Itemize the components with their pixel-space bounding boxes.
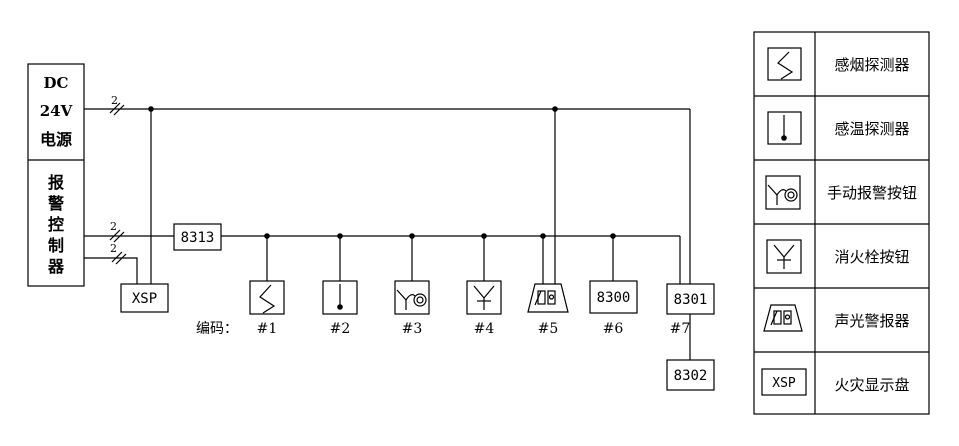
- module-code: 8313: [181, 230, 215, 246]
- legend-row-manual-call-point: 手动报警按钮: [765, 175, 917, 210]
- junction-dot: [148, 106, 154, 112]
- alarm-controller-box: 报 警 控 制 器: [47, 173, 65, 276]
- address-labels: 编码： #1 #2 #3 #4 #5 #6 #7: [196, 321, 690, 337]
- module-code: 8302: [674, 368, 708, 384]
- power-label-text: 电源: [40, 130, 72, 149]
- address-label: #1: [257, 321, 278, 337]
- module-8300: 8300: [589, 280, 638, 314]
- address-label: #6: [603, 321, 624, 337]
- address-prefix: 编码：: [196, 321, 238, 337]
- address-label: #2: [330, 321, 351, 337]
- controller-char: 器: [47, 257, 65, 276]
- legend-label: 声光警报器: [834, 312, 909, 330]
- legend-row-display-panel: XSP 火灾显示盘: [761, 368, 910, 396]
- manual-call-point-icon: [394, 280, 430, 315]
- power-label-voltage: 24V: [40, 102, 73, 120]
- wire-count-xsp: 2: [110, 242, 127, 265]
- sounder-strobe-icon: [763, 304, 803, 332]
- heat-detector-icon: [322, 280, 358, 315]
- wiring: 2 2 2: [84, 94, 691, 360]
- legend-row-smoke: 感烟探测器: [767, 47, 910, 81]
- controller-char: 控: [48, 215, 64, 234]
- module-code: XSP: [132, 291, 157, 307]
- wire-count-label: 2: [111, 94, 118, 107]
- legend-label: 火灾显示盘: [834, 376, 909, 394]
- junction-dot: [481, 233, 487, 239]
- address-label: #4: [474, 321, 495, 337]
- junction-dot: [337, 233, 343, 239]
- legend-label: 手动报警按钮: [827, 184, 917, 202]
- module-code: 8301: [674, 292, 708, 308]
- module-code: 8300: [597, 290, 631, 306]
- legend-table: 感烟探测器 感温探测器 手动报警按钮: [753, 31, 930, 415]
- module-8302: 8302: [666, 359, 715, 391]
- bus-isolator-8313: 8313: [173, 223, 222, 251]
- controller-char: 警: [47, 194, 64, 213]
- hydrant-button-icon: [466, 280, 502, 315]
- legend-row-heat: 感温探测器: [767, 111, 910, 145]
- power-label-dc: DC: [44, 74, 69, 92]
- smoke-detector-icon: [249, 280, 285, 315]
- legend-row-sounder-strobe: 声光警报器: [763, 304, 910, 332]
- junction-dot: [610, 233, 616, 239]
- junction-dot: [264, 233, 270, 239]
- wire-count-label: 2: [110, 242, 117, 255]
- wire-count-bus: 2: [109, 220, 125, 243]
- legend-label: 消火栓按钮: [834, 248, 909, 266]
- junction-dot: [409, 233, 415, 239]
- sounder-strobe-icon: [527, 283, 569, 313]
- hydrant-button-icon: [766, 239, 802, 274]
- power-supply-box: DC 24V 电源: [27, 63, 85, 287]
- wire-count-power: 2: [109, 94, 125, 116]
- address-label: #7: [670, 321, 691, 337]
- xsp-line: [84, 257, 138, 284]
- wire-count-label: 2: [110, 220, 117, 233]
- legend-code: XSP: [772, 376, 796, 391]
- module-8301: 8301: [666, 283, 715, 315]
- legend-label: 感温探测器: [834, 120, 909, 138]
- junction-dot: [540, 233, 546, 239]
- smoke-detector-icon: [767, 47, 802, 81]
- display-panel-icon: XSP: [761, 368, 807, 396]
- heat-detector-icon: [767, 111, 802, 145]
- junction-dot: [552, 106, 558, 112]
- controller-char: 报: [48, 173, 64, 192]
- controller-char: 制: [48, 236, 64, 255]
- legend-label: 感烟探测器: [834, 56, 909, 74]
- display-panel-xsp: XSP: [120, 283, 169, 313]
- manual-call-point-icon: [765, 175, 801, 210]
- address-label: #3: [402, 321, 423, 337]
- legend-row-hydrant-button: 消火栓按钮: [766, 239, 910, 274]
- address-label: #5: [538, 321, 559, 337]
